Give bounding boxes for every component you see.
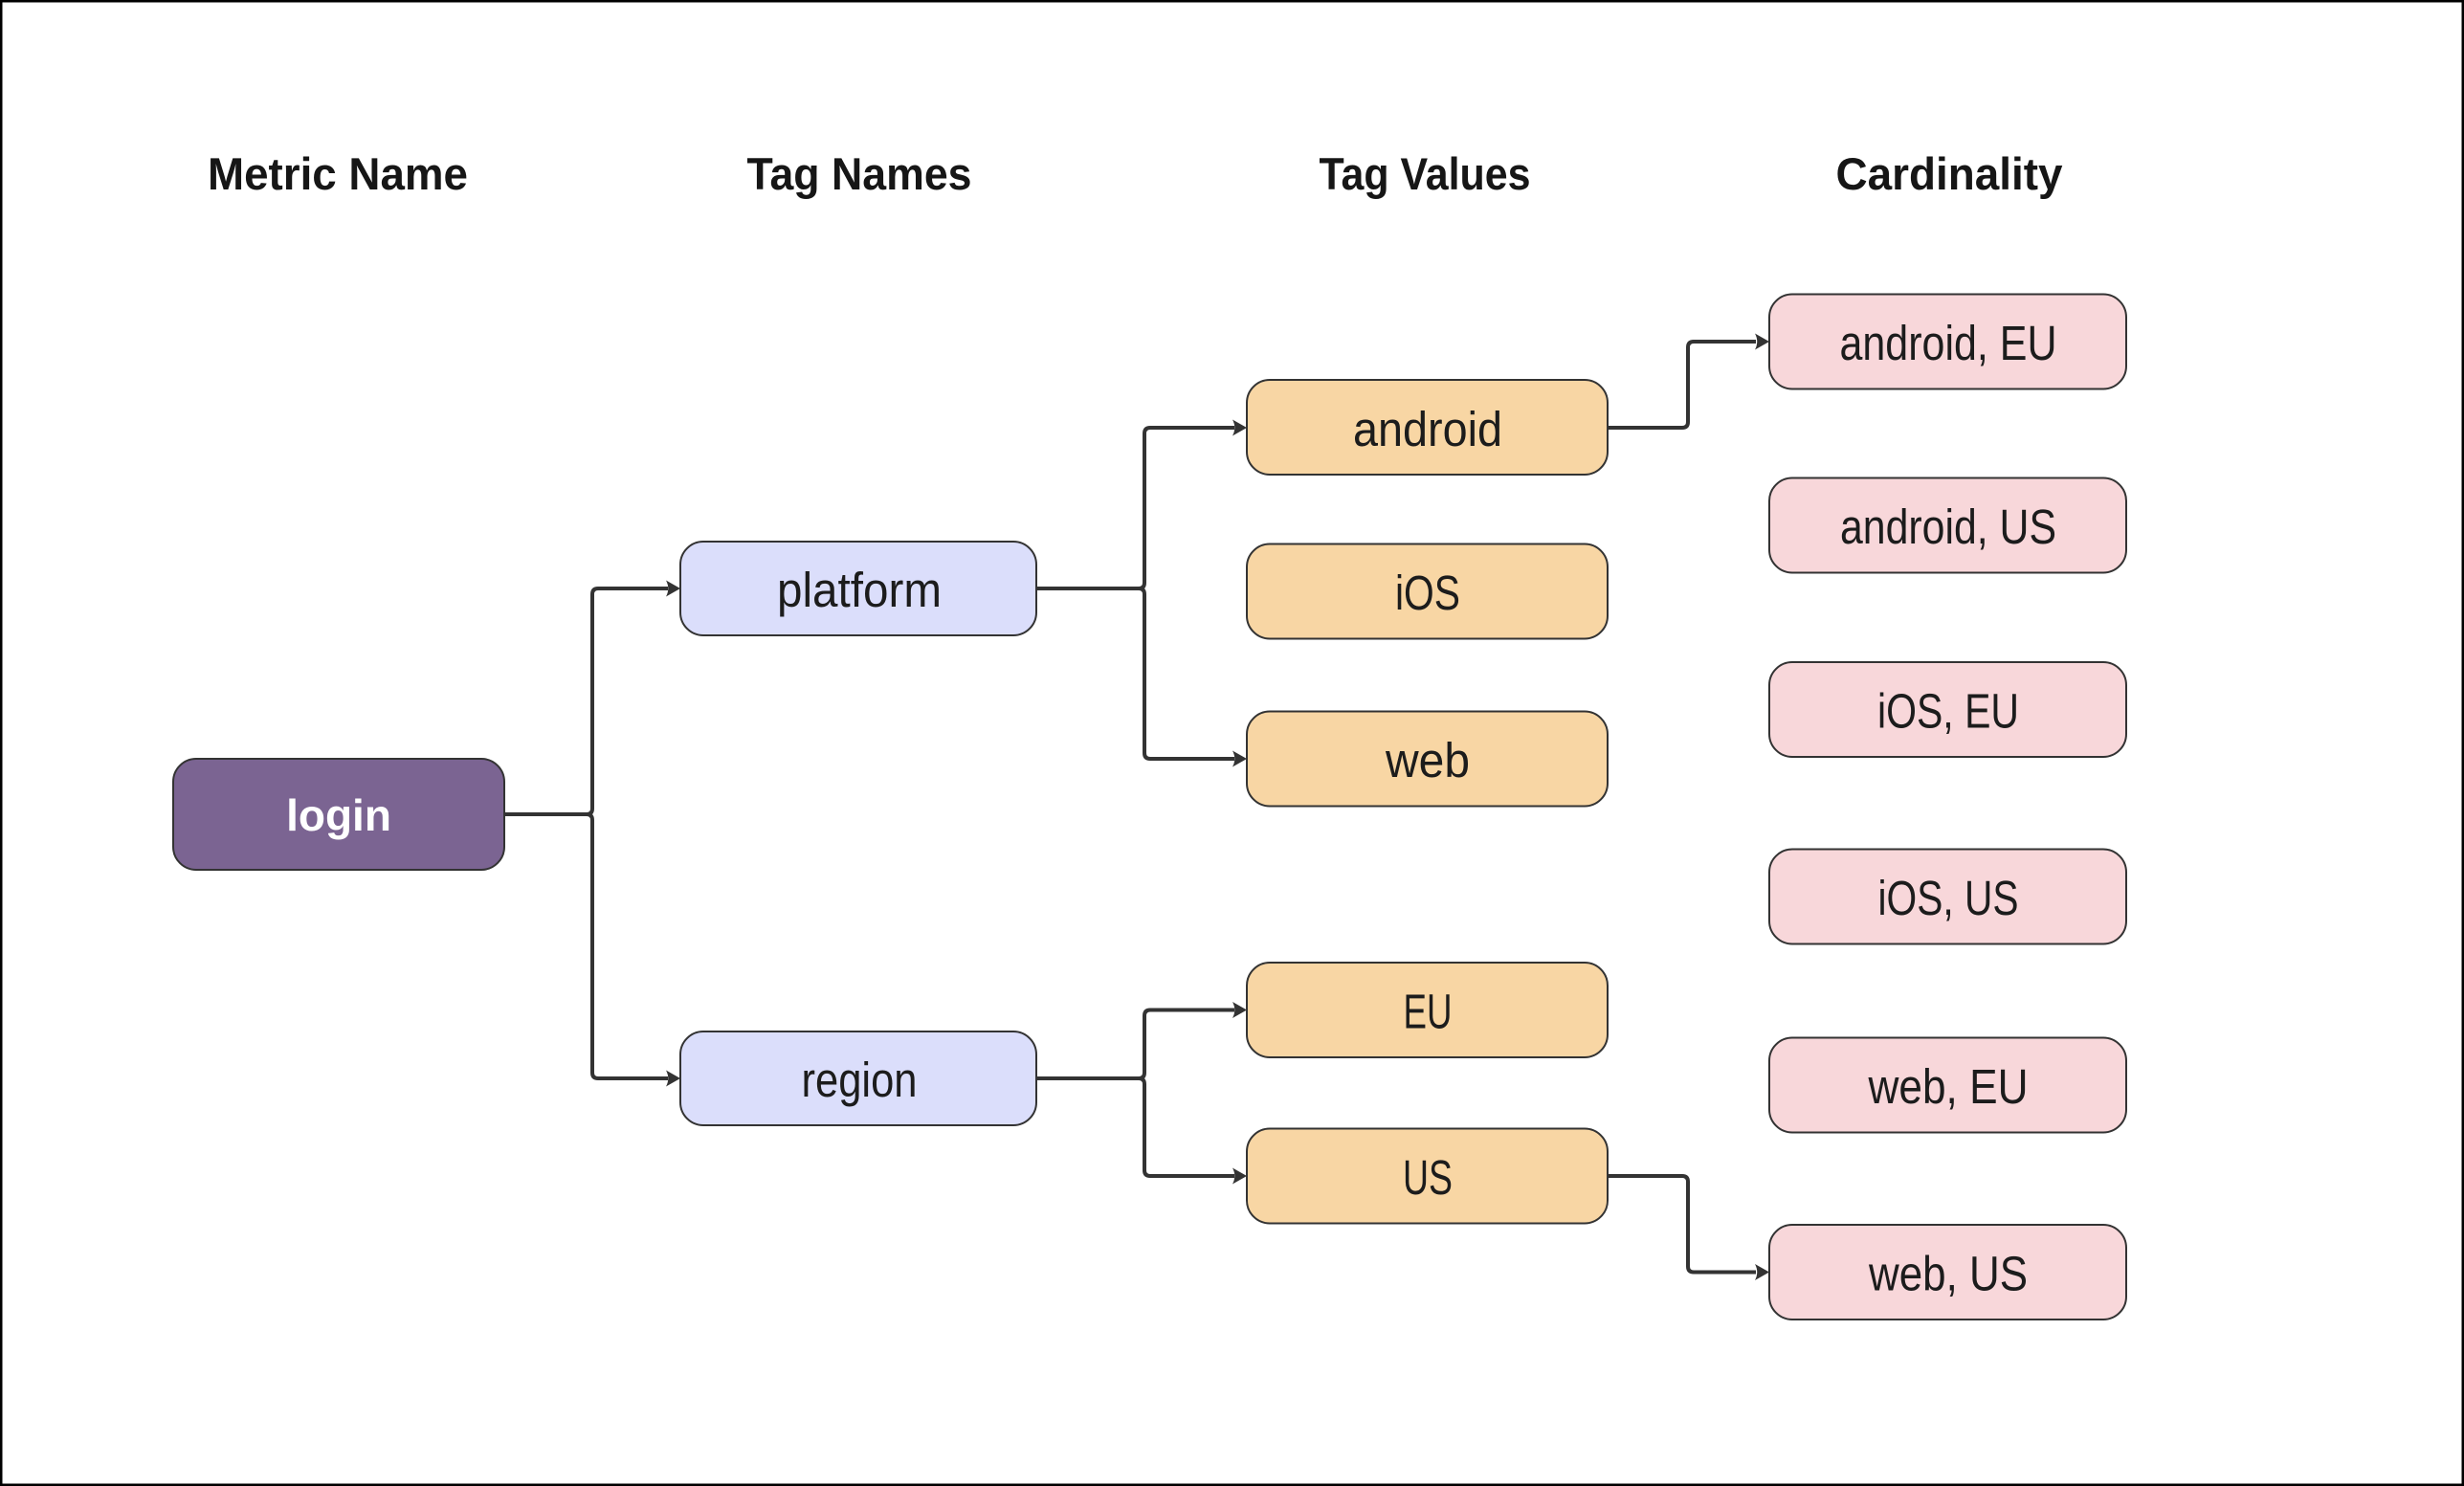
svg-text:android: android — [1353, 402, 1502, 456]
svg-text:iOS: iOS — [1395, 566, 1460, 620]
svg-text:EU: EU — [1404, 985, 1453, 1039]
svg-text:android, EU: android, EU — [1840, 316, 2057, 370]
svg-text:iOS, US: iOS, US — [1878, 871, 2019, 925]
svg-text:US: US — [1403, 1150, 1453, 1205]
svg-text:web, US: web, US — [1868, 1247, 2028, 1301]
svg-text:region: region — [802, 1053, 918, 1107]
svg-text:web: web — [1385, 733, 1470, 787]
svg-text:Cardinality: Cardinality — [1836, 148, 2063, 199]
svg-text:login: login — [286, 790, 391, 840]
svg-text:platform: platform — [777, 563, 942, 617]
svg-text:Tag Values: Tag Values — [1320, 148, 1531, 199]
svg-text:Metric Name: Metric Name — [208, 148, 468, 199]
svg-text:Tag Names: Tag Names — [747, 148, 972, 199]
svg-text:web, EU: web, EU — [1868, 1059, 2029, 1114]
svg-text:iOS, EU: iOS, EU — [1877, 684, 2019, 739]
svg-text:android, US: android, US — [1840, 499, 2056, 554]
